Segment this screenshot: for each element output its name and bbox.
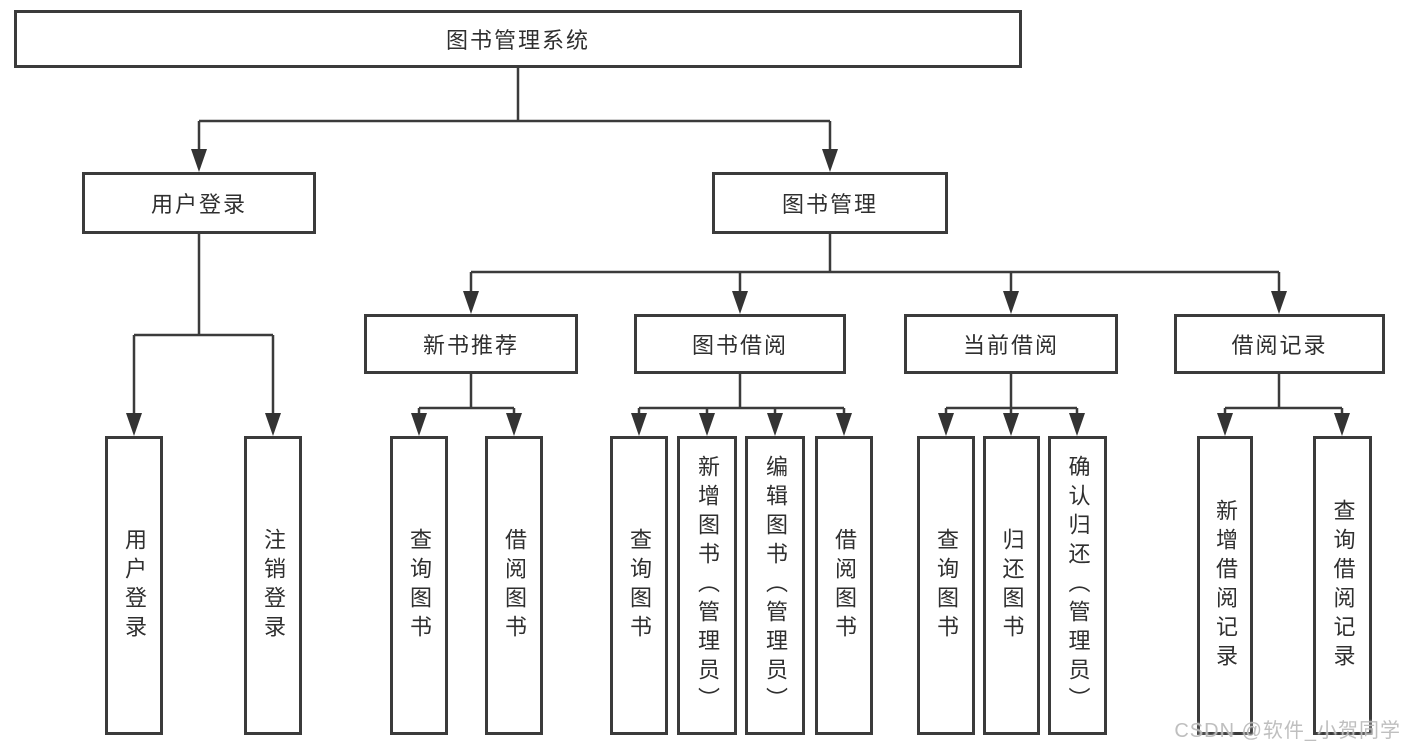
- arrowheads: [126, 149, 1350, 436]
- leaf-borrow-books-recommend: 借阅图书: [485, 436, 543, 735]
- leaf-label: 查询图书: [407, 527, 432, 644]
- leaf-add-book-admin: 新增图书（管理员）: [677, 436, 737, 735]
- leaf-label: 用户登录: [122, 527, 147, 644]
- node-user-login: 用户登录: [82, 172, 316, 234]
- leaf-confirm-return-admin: 确认归还（管理员）: [1048, 436, 1107, 735]
- node-root-system: 图书管理系统: [14, 10, 1022, 68]
- leaf-add-borrow-record: 新增借阅记录: [1197, 436, 1253, 735]
- leaf-borrow-books: 借阅图书: [815, 436, 873, 735]
- leaf-label: 新增图书（管理员）: [695, 455, 720, 716]
- node-book-management: 图书管理: [712, 172, 948, 234]
- node-new-book-recommend: 新书推荐: [364, 314, 578, 374]
- node-book-borrow: 图书借阅: [634, 314, 846, 374]
- leaf-query-borrow-record: 查询借阅记录: [1313, 436, 1372, 735]
- leaf-user-login: 用户登录: [105, 436, 163, 735]
- leaf-label: 查询借阅记录: [1330, 498, 1356, 673]
- leaf-logout: 注销登录: [244, 436, 302, 735]
- leaf-query-books-borrow: 查询图书: [610, 436, 668, 735]
- leaf-label: 注销登录: [261, 527, 286, 644]
- leaf-label: 借阅图书: [502, 527, 527, 644]
- connector-paths: [132, 68, 1344, 432]
- node-borrow-record: 借阅记录: [1174, 314, 1385, 374]
- leaf-edit-book-admin: 编辑图书（管理员）: [745, 436, 805, 735]
- leaf-label: 查询图书: [934, 527, 959, 644]
- leaf-query-books-recommend: 查询图书: [390, 436, 448, 735]
- leaf-label: 归还图书: [999, 527, 1025, 644]
- leaf-return-book: 归还图书: [983, 436, 1040, 735]
- node-current-borrow: 当前借阅: [904, 314, 1118, 374]
- leaf-query-books-current: 查询图书: [917, 436, 975, 735]
- leaf-label: 借阅图书: [832, 527, 857, 644]
- csdn-watermark: CSDN @软件_小贺同学: [1174, 720, 1401, 742]
- leaf-label: 查询图书: [627, 527, 652, 644]
- leaf-label: 新增借阅记录: [1213, 498, 1238, 673]
- leaf-label: 确认归还（管理员）: [1065, 455, 1091, 716]
- leaf-label: 编辑图书（管理员）: [763, 455, 788, 716]
